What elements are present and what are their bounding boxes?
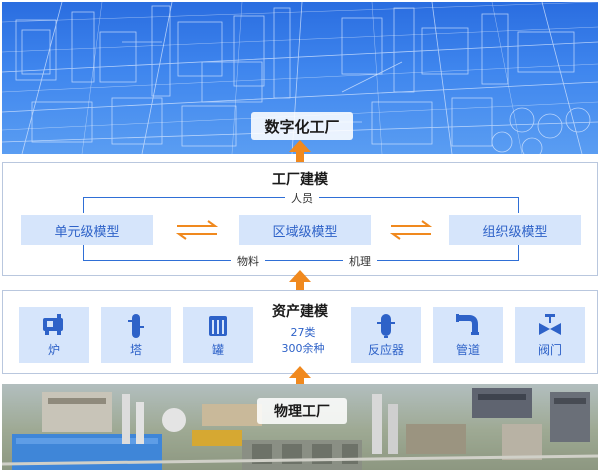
bidirectional-arrow-icon [389, 220, 433, 240]
factory-modeling-title: 工厂建模 [272, 172, 328, 188]
valve-icon [515, 312, 585, 338]
physical-factory-label: 物理工厂 [257, 398, 347, 424]
organization-level-model: 组织级模型 [449, 215, 581, 245]
bottom-connector-bracket [83, 245, 519, 261]
factory-modeling-panel: 工厂建模 人员 单元级模型 区域级模型 组织级模型 物料 机理 [2, 162, 598, 276]
asset-card-tower: 塔 [101, 307, 171, 363]
unit-level-model: 单元级模型 [21, 215, 153, 245]
asset-label: 阀门 [537, 343, 562, 357]
mechanism-label: 机理 [343, 253, 377, 269]
area-level-model: 区域级模型 [239, 215, 371, 245]
asset-label: 炉 [47, 343, 60, 357]
tank-icon [183, 312, 253, 338]
asset-label: 塔 [129, 343, 142, 357]
asset-kind-count: 300余种 [281, 342, 325, 355]
asset-label: 罐 [211, 343, 224, 357]
physical-factory-banner: 物理工厂 [2, 384, 598, 470]
pipe-icon [433, 312, 503, 338]
asset-card-valve: 阀门 [515, 307, 585, 363]
asset-card-pipe: 管道 [433, 307, 503, 363]
bidirectional-arrow-icon [175, 220, 219, 240]
furnace-icon [19, 312, 89, 338]
asset-label: 管道 [455, 343, 480, 357]
digital-factory-banner: 数字化工厂 [2, 2, 598, 154]
asset-card-reactor: 反应器 [351, 307, 421, 363]
arrow-up-icon [289, 270, 311, 296]
asset-card-tank: 罐 [183, 307, 253, 363]
digital-factory-wireframe [2, 2, 598, 154]
reactor-icon [351, 312, 421, 338]
material-label: 物料 [231, 253, 265, 269]
people-label: 人员 [285, 190, 319, 206]
asset-type-count: 27类 [290, 326, 316, 339]
arrow-up-icon [289, 366, 311, 392]
tower-icon [101, 312, 171, 338]
asset-label: 反应器 [367, 343, 404, 357]
asset-modeling-title: 资产建模 [272, 304, 328, 320]
digital-factory-label: 数字化工厂 [251, 112, 353, 140]
asset-count: 27类 300余种 [253, 325, 353, 357]
arrow-up-icon [289, 140, 311, 166]
asset-modeling-panel: 资产建模 炉 塔 罐 27类 300余种 反应器 管道 [2, 290, 598, 374]
physical-factory-scene [2, 384, 598, 470]
asset-card-furnace: 炉 [19, 307, 89, 363]
